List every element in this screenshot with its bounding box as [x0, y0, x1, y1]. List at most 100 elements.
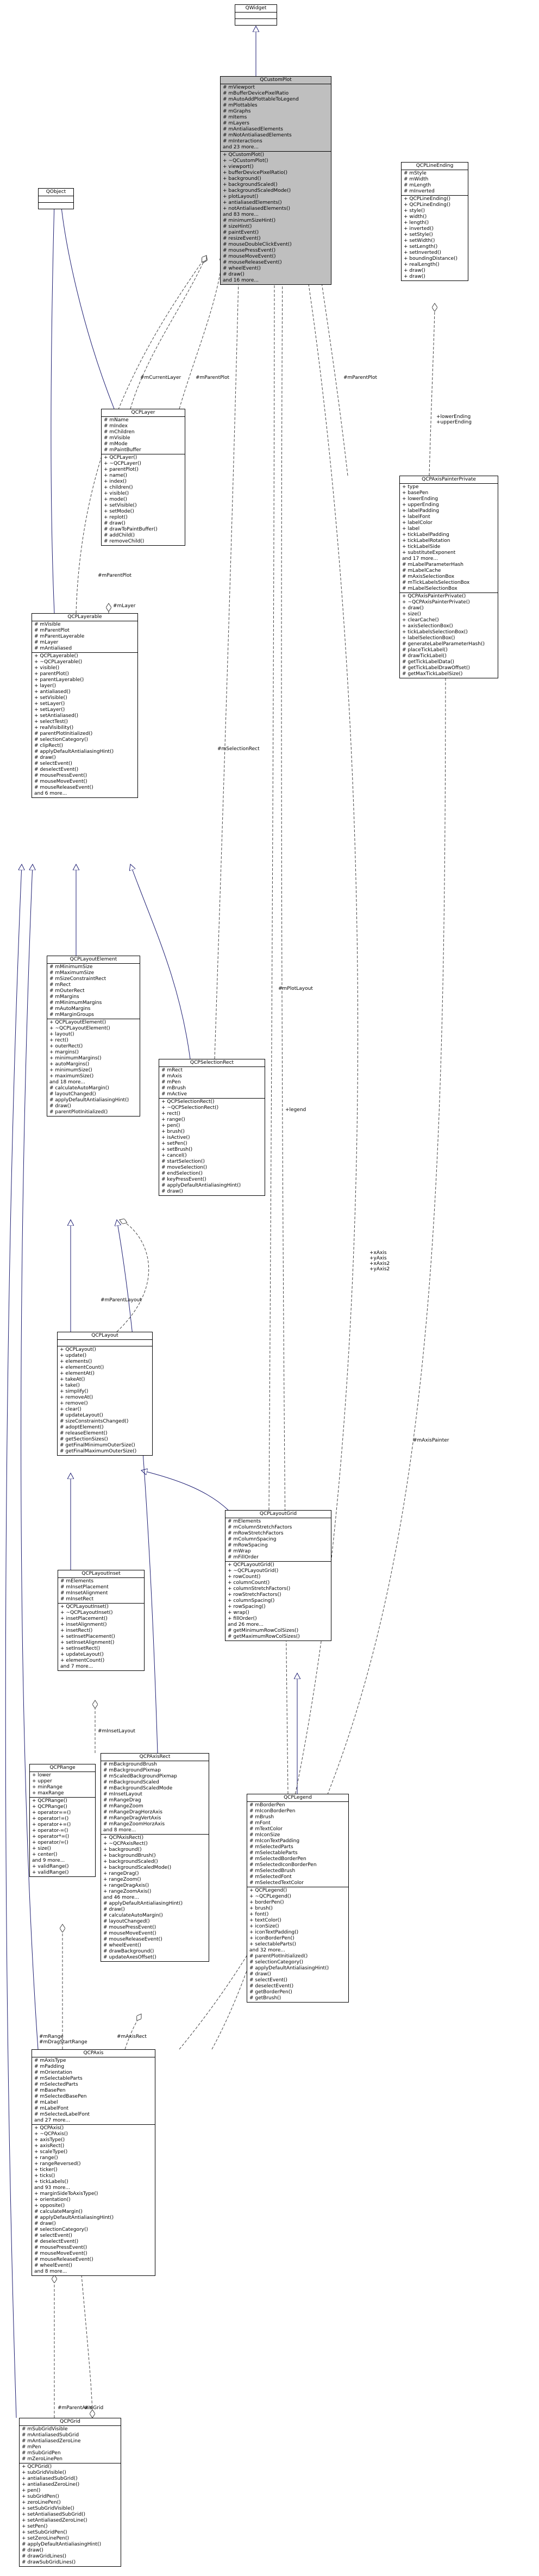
class-method: # calculateMargin() — [34, 2209, 83, 2215]
class-qcplineending[interactable]: QCPLineEnding# mStyle# mWidth# mLength# … — [401, 162, 468, 281]
class-qwidget[interactable]: QWidget — [235, 4, 277, 26]
class-title: QCPLineEnding — [402, 163, 468, 170]
class-method: # layoutChanged() — [103, 1919, 150, 1924]
method-section: + QCPAxisPainterPrivate()+ ~QCPAxisPaint… — [400, 593, 498, 678]
class-attribute: + lowerEnding — [402, 496, 438, 502]
class-method: + insetRect() — [60, 1628, 93, 1633]
class-method: + selectTest() — [34, 719, 68, 725]
class-method: # selectionCategory() — [249, 1960, 303, 1965]
class-qcplayoutelement[interactable]: QCPLayoutElement# mMinimumSize# mMaximum… — [47, 956, 140, 1117]
class-method: + ~QCPLayoutElement() — [49, 1026, 110, 1031]
class-attribute: # mLabel — [34, 2100, 58, 2105]
class-attribute: # mRowStretchFactors — [228, 1531, 284, 1536]
class-method: + setLength() — [404, 244, 438, 250]
class-method: # layoutChanged() — [49, 1091, 96, 1097]
class-attribute: # mSizeConstraintRect — [49, 976, 106, 982]
class-method: + elementCount() — [60, 1658, 105, 1663]
class-qcplayer[interactable]: QCPLayer# mName# mIndex# mChildren# mVis… — [101, 409, 185, 546]
class-qcplayoutgrid[interactable]: QCPLayoutGrid# mElements# mColumnStretch… — [225, 1510, 331, 1641]
edge-maxisrect — [124, 2014, 141, 2050]
class-method: + maximumSize() — [49, 1074, 94, 1079]
class-attribute: # mSubGridPen — [22, 2450, 61, 2456]
class-attribute: and 17 more... — [402, 556, 438, 562]
class-method: + parentPlot() — [104, 467, 139, 472]
class-method: and 16 more... — [223, 278, 259, 283]
class-attribute: # mMarginGroups — [49, 1012, 94, 1018]
class-method: # selectEvent() — [34, 761, 72, 766]
class-method: + background() — [223, 176, 261, 182]
class-attribute: # mAxisSelectionBox — [402, 574, 455, 579]
class-attribute: # mColumnSpacing — [228, 1537, 277, 1542]
class-attribute: + upperEnding — [402, 502, 439, 508]
class-title: QObject — [39, 189, 73, 196]
class-method: # mouseMoveEvent() — [34, 779, 87, 784]
edge-mgrid — [81, 2274, 92, 2418]
class-method: + setBrush() — [161, 1147, 193, 1152]
class-method: + QCPAxisPainterPrivate() — [402, 594, 466, 599]
class-method: + setVisible() — [34, 695, 67, 701]
class-method: # deselectEvent() — [34, 767, 79, 772]
class-method: + scaleType() — [34, 2149, 68, 2155]
class-method: + backgroundScaledMode() — [223, 188, 291, 194]
class-qcpaxispainterprivate[interactable]: QCPAxisPainterPrivate+ type+ basePen+ lo… — [399, 476, 498, 678]
class-method: + layout() — [49, 1032, 74, 1037]
attribute-section: # mBorderPen# mIconBorderPen# mBrush# mF… — [247, 1802, 348, 1887]
class-method: + setLayer() — [34, 707, 65, 713]
class-qcpgrid[interactable]: QCPGrid# mSubGridVisible# mAntialiasedSu… — [19, 2418, 121, 2567]
edge-label-legend: +legend — [285, 1107, 306, 1113]
class-method: + center() — [32, 1852, 58, 1857]
class-method: + rangeDrag() — [103, 1871, 139, 1876]
class-attribute: # mElements — [60, 1579, 94, 1584]
class-method: + QCPLayout() — [60, 1347, 96, 1352]
class-method: + style() — [404, 208, 425, 214]
class-qcpaxis[interactable]: QCPAxis# mAxisType# mPadding# mOrientati… — [32, 2049, 155, 2276]
class-method: + pen() — [161, 1123, 180, 1128]
class-attribute: # mInteractions — [223, 139, 262, 144]
class-method: + width() — [404, 214, 427, 220]
class-method: + validRange() — [32, 1870, 69, 1875]
class-qcplegend[interactable]: QCPLegend# mBorderPen# mIconBorderPen# m… — [247, 1794, 349, 2003]
edge-mparentplot-painter — [318, 255, 348, 476]
edge-mparentplot-layer — [179, 255, 223, 409]
class-method: # getTickLabelData() — [402, 659, 454, 665]
class-method: + margins() — [49, 1050, 79, 1055]
class-qcpaxisrect[interactable]: QCPAxisRect# mBackgroundBrush# mBackgrou… — [101, 1753, 209, 1962]
class-method: and 7 more... — [60, 1664, 93, 1669]
class-method: # mouseReleaseEvent() — [103, 1937, 162, 1942]
class-qcplayerable[interactable]: QCPLayerable# mVisible# mParentPlot# mPa… — [32, 613, 138, 798]
class-method: # drawBackground() — [103, 1949, 154, 1954]
class-method: # applyDefaultAntialiasingHint() — [34, 2215, 114, 2221]
class-attribute: # mMinimumMargins — [49, 1000, 102, 1006]
class-attribute: + tickLabelRotation — [402, 538, 450, 544]
class-method: # getFinalMinimumOuterSize() — [60, 1443, 135, 1448]
class-qcustomplot[interactable]: QCustomPlot# mViewport# mBufferDevicePix… — [220, 76, 331, 285]
class-attribute: + labelColor — [402, 520, 433, 526]
class-qcplayout[interactable]: QCPLayout+ QCPLayout()+ update()+ elemen… — [57, 1332, 153, 1456]
class-method: # endSelection() — [161, 1171, 203, 1176]
class-method: + backgroundScaledMode() — [103, 1865, 172, 1870]
class-method: + elements() — [60, 1359, 92, 1364]
class-attribute: # mInverted — [404, 189, 435, 194]
class-method: # calculateAutoMargin() — [103, 1913, 163, 1918]
class-qobject[interactable]: QObject — [38, 188, 74, 209]
class-qcpselectionrect[interactable]: QCPSelectionRect# mRect# mAxis# mPen# mB… — [159, 1059, 265, 1196]
class-method: + rangeDragAxis() — [103, 1883, 149, 1888]
class-method: + inverted() — [404, 226, 434, 232]
class-attribute: # mIndex — [104, 423, 128, 429]
class-qcplayoutinset[interactable]: QCPLayoutInset# mElements# mInsetPlaceme… — [58, 1570, 145, 1671]
class-method: + ~QCPLayoutInset() — [60, 1610, 113, 1616]
class-method: # getMaxTickLabelSize() — [402, 671, 463, 677]
class-attribute: # mIconBorderPen — [249, 1808, 296, 1814]
class-attribute: # mName — [104, 417, 129, 423]
class-method: # mouseReleaseEvent() — [34, 785, 93, 790]
class-method: + outerRect() — [49, 1044, 83, 1049]
class-method: + size() — [32, 1846, 51, 1851]
class-method: + size() — [402, 612, 421, 617]
class-title: QCPLegend — [247, 1794, 348, 1802]
class-qcprange[interactable]: QCPRange+ lower+ upper+ minRange+ maxRan… — [29, 1764, 96, 1877]
attribute-section: # mAxisType# mPadding# mOrientation# mSe… — [32, 2057, 155, 2125]
class-method: + rangeReversed() — [34, 2161, 81, 2167]
edge-qcpaxis-qcplayerable — [21, 864, 39, 2050]
class-method: # draw() — [49, 1103, 71, 1109]
class-method: # mousePressEvent() — [34, 2245, 87, 2250]
